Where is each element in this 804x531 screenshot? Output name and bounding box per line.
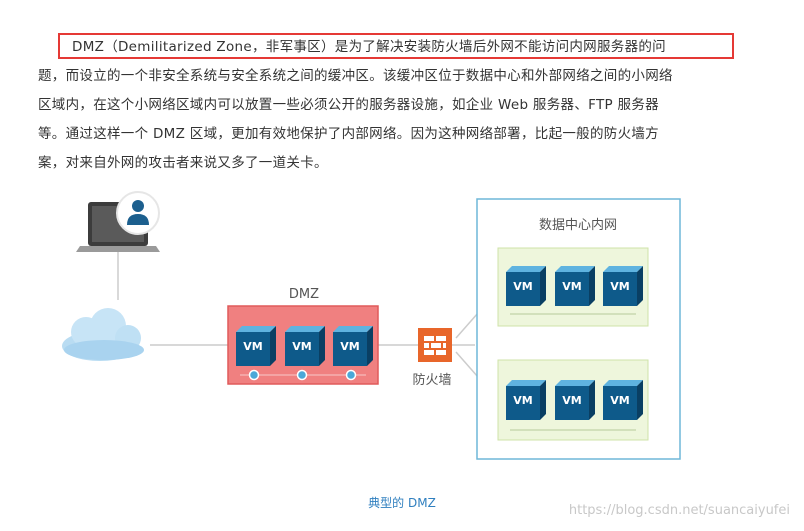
datacenter-vm-server: VM <box>506 380 546 420</box>
svg-text:VM: VM <box>243 340 262 353</box>
svg-text:VM: VM <box>292 340 311 353</box>
dmz-label: DMZ <box>289 287 319 302</box>
paragraph-line: DMZ（Demilitarized Zone，非军事区）是为了解决安装防火墙后外… <box>72 39 666 55</box>
datacenter-label: 数据中心内网 <box>539 217 617 233</box>
paragraph-line: 题，而设立的一个非安全系统与安全系统之间的缓冲区。该缓冲区位于数据中心和外部网络… <box>38 68 673 84</box>
dmz-vm-server: VM <box>236 326 276 366</box>
dmz-diagram: DMZ VM VM VM 防火墙 数据中心内网 VM VM <box>62 191 681 460</box>
intro-paragraph: DMZ（Demilitarized Zone，非军事区）是为了解决安装防火墙后外… <box>38 33 738 178</box>
user-avatar-icon <box>116 191 160 235</box>
paragraph-line: 等。通过这样一个 DMZ 区域，更加有效地保护了内部网络。因为这种网络部署，比起… <box>38 126 659 142</box>
datacenter-vm-server: VM <box>603 380 643 420</box>
svg-text:VM: VM <box>610 280 629 293</box>
svg-text:VM: VM <box>340 340 359 353</box>
firewall-icon <box>418 328 452 362</box>
datacenter-vm-server: VM <box>555 266 595 306</box>
dmz-vm-server: VM <box>333 326 373 366</box>
svg-text:VM: VM <box>513 394 532 407</box>
highlight-box <box>58 33 734 59</box>
svg-text:VM: VM <box>562 280 581 293</box>
datacenter-vm-server: VM <box>555 380 595 420</box>
svg-text:VM: VM <box>562 394 581 407</box>
datacenter-vm-server: VM <box>603 266 643 306</box>
cloud-icon <box>62 308 144 361</box>
firewall-label: 防火墙 <box>412 372 451 388</box>
datacenter-vm-server: VM <box>506 266 546 306</box>
paragraph-line: 区域内，在这个小网络区域内可以放置一些必须公开的服务器设施，如企业 Web 服务… <box>38 97 659 113</box>
watermark: https://blog.csdn.net/suancaiyufei <box>568 503 790 518</box>
svg-text:VM: VM <box>513 280 532 293</box>
figure-caption: 典型的 DMZ <box>368 496 436 510</box>
svg-text:VM: VM <box>610 394 629 407</box>
paragraph-line: 案，对来自外网的攻击者来说又多了一道关卡。 <box>38 155 328 171</box>
dmz-vm-server: VM <box>285 326 325 366</box>
